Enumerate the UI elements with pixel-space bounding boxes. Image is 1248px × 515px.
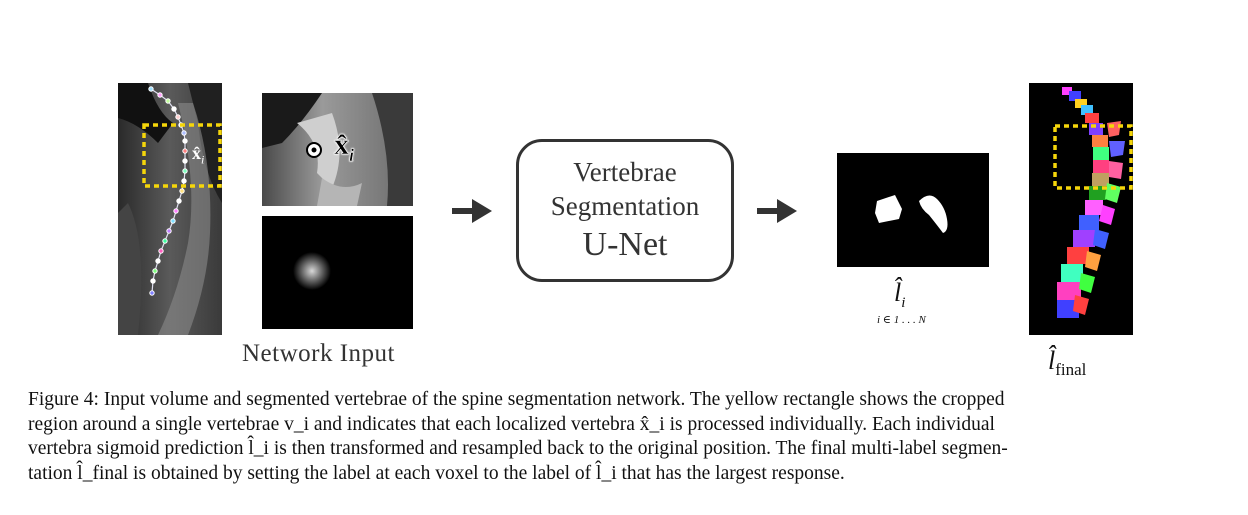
- caption-line: Figure 4: Input volume and segmented ver…: [28, 389, 1005, 410]
- prediction-mask: [837, 153, 989, 267]
- caption-line: region around a single vertebrae v_i and…: [28, 413, 995, 435]
- network-input-label: Network Input: [242, 340, 395, 367]
- landmark-points: [148, 86, 188, 296]
- vertebra-labels: [1057, 87, 1125, 318]
- arrow-right-icon: [757, 199, 797, 223]
- final-segmentation: [1029, 83, 1133, 335]
- figure-caption: Figure 4: Input volume and segmented ver…: [28, 388, 1223, 486]
- cropped-ct-patch: [262, 93, 413, 206]
- final-label: l̂final: [1048, 346, 1087, 380]
- unet-box-line3: U-Net: [582, 225, 668, 263]
- arrow-right-icon: [452, 199, 492, 223]
- caption-line: tation l̂_final is obtained by setting t…: [28, 462, 845, 484]
- x-hat-patch-label: x̂i: [334, 128, 355, 166]
- unet-box-line1: Vertebrae: [573, 156, 677, 187]
- prediction-range: i ∈ 1 . . . N: [877, 314, 926, 326]
- x-hat-label: x̂i: [192, 143, 205, 167]
- crop-highlight-rect: [142, 123, 222, 188]
- unet-box-line2: Segmentation: [550, 190, 700, 221]
- caption-line: vertebra sigmoid prediction l̂_i is then…: [28, 438, 1008, 459]
- prediction-label: l̂i: [894, 278, 906, 312]
- gaussian-heatmap: [262, 216, 413, 329]
- crop-highlight-rect: [1053, 124, 1133, 190]
- ct-sagittal-image: [118, 83, 222, 335]
- unet-box: Vertebrae Segmentation U-Net: [516, 139, 734, 282]
